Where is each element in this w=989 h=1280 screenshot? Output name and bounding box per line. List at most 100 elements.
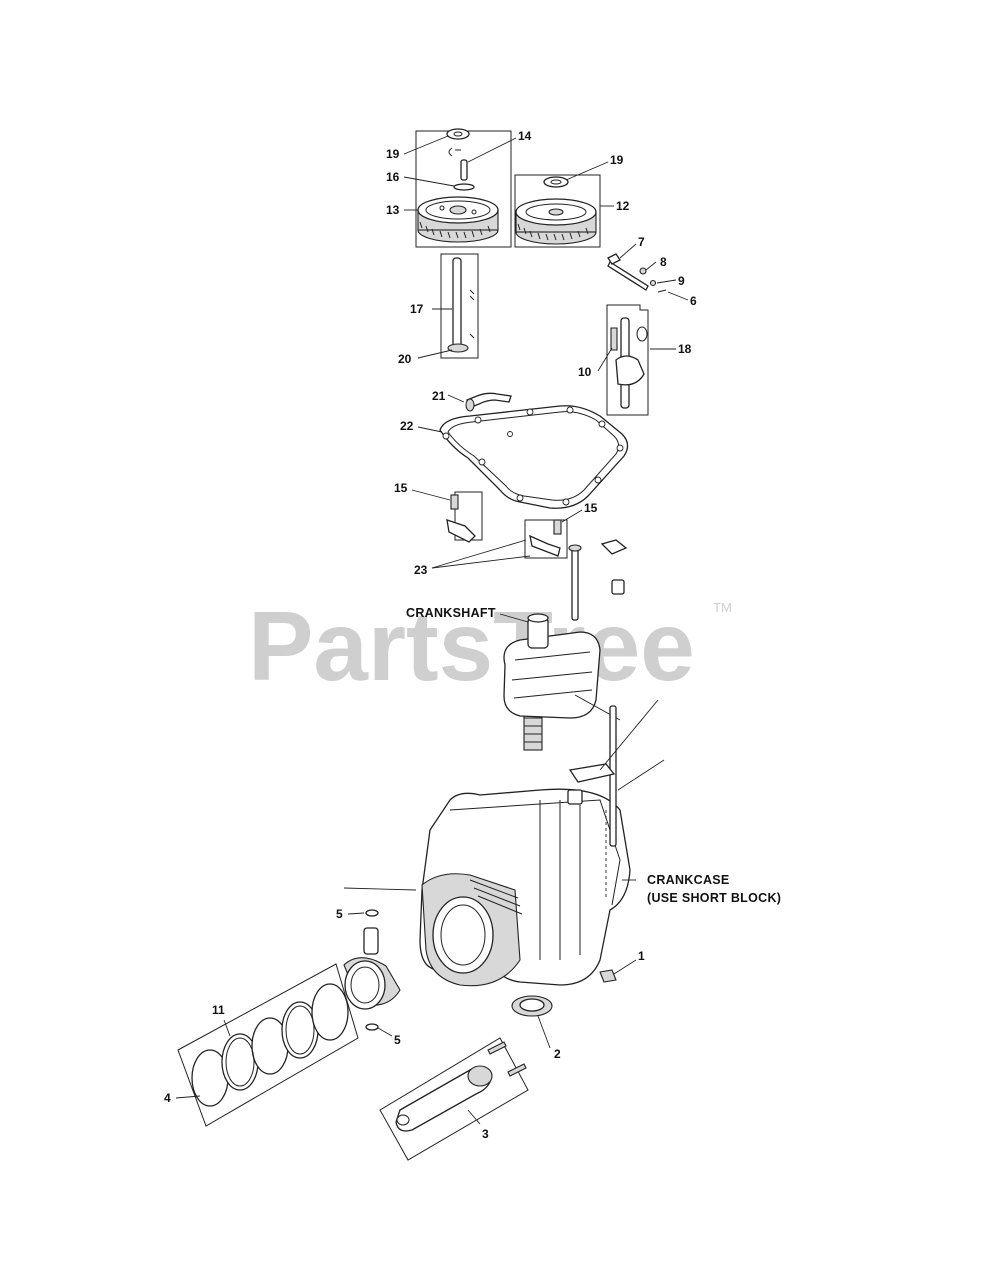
lever-7-end <box>607 253 621 265</box>
oil-seal-2 <box>511 995 553 1017</box>
governor-assembly-18 <box>606 304 649 416</box>
label-3: 3 <box>482 1127 489 1141</box>
bracket-23-left <box>446 519 476 543</box>
label-21: 21 <box>432 389 446 403</box>
crankcase <box>343 699 665 987</box>
label-crankcase: CRANKCASE <box>647 873 730 887</box>
bolt-10 <box>610 327 618 351</box>
gear-12 <box>515 198 597 245</box>
crankshaft <box>503 613 621 751</box>
crankcase-leader-b <box>617 759 665 791</box>
gear-box-right <box>514 174 601 248</box>
pin-14 <box>460 159 468 181</box>
gasket-22 <box>439 405 629 509</box>
label-16: 16 <box>386 170 400 184</box>
washer-hole <box>453 131 463 137</box>
shaft-pins <box>469 289 475 339</box>
crankcase-dowel <box>567 789 583 805</box>
breather-tube-21 <box>465 392 512 412</box>
piston-pin <box>363 927 379 955</box>
label-2: 2 <box>554 1047 561 1061</box>
label-1: 1 <box>638 949 645 963</box>
shaft-box <box>440 253 479 359</box>
washer-hole-right <box>550 179 562 185</box>
crankcase-leader-a <box>599 699 659 771</box>
leader-lines <box>175 135 689 1125</box>
crankshaft-top <box>527 613 549 623</box>
clip <box>448 147 461 157</box>
clip-5-bottom <box>365 1023 379 1031</box>
crankcase-rod <box>609 705 617 847</box>
label-17: 17 <box>410 302 424 316</box>
crankshaft-detail <box>511 651 593 699</box>
washer-8 <box>639 267 647 275</box>
governor-shaft-group <box>440 253 479 359</box>
label-11: 11 <box>212 1003 225 1017</box>
label-23: 23 <box>414 563 428 577</box>
cylinder-bore <box>432 896 494 974</box>
drain-plug-1 <box>599 969 617 983</box>
bracket-group-23 <box>446 491 628 621</box>
washer-20 <box>447 343 469 353</box>
label-crankcase-note: (USE SHORT BLOCK) <box>647 891 781 905</box>
governor-lever-parts <box>607 253 667 293</box>
ring-2-inner <box>225 1037 255 1087</box>
label-crankshaft: CRANKSHAFT <box>406 606 496 620</box>
label-20: 20 <box>398 352 412 366</box>
gear-13 <box>417 196 499 243</box>
watermark: PartsTree TM <box>248 591 732 701</box>
camshaft-gear-group <box>415 128 601 248</box>
crankshaft-counterweight <box>503 631 601 719</box>
cylinder-fins <box>469 879 523 915</box>
governor-flyweight <box>615 355 645 386</box>
label-13: 13 <box>386 203 400 217</box>
ring-4-inner <box>285 1005 315 1055</box>
ring-5 <box>311 983 349 1041</box>
label-14: 14 <box>518 129 532 143</box>
connecting-rod-3 <box>379 1037 529 1161</box>
label-19-right: 19 <box>610 153 624 167</box>
bracket-box-right <box>524 519 568 559</box>
label-18: 18 <box>678 342 692 356</box>
label-15-right: 15 <box>584 501 598 515</box>
bolt-15-right <box>553 519 562 535</box>
spacer-16 <box>453 183 475 191</box>
label-9: 9 <box>678 274 685 288</box>
label-8: 8 <box>660 255 667 269</box>
label-7: 7 <box>638 235 645 249</box>
long-bolt <box>571 547 579 621</box>
label-19-left: 19 <box>386 147 400 161</box>
watermark-text: PartsTree <box>248 591 695 701</box>
label-22: 22 <box>400 419 414 433</box>
shaft-17 <box>452 257 462 349</box>
bolt-15-left <box>450 494 459 510</box>
label-5-bottom: 5 <box>394 1033 401 1047</box>
small-sleeve <box>611 579 625 595</box>
label-4: 4 <box>164 1091 171 1105</box>
label-5-top: 5 <box>336 907 343 921</box>
cylinder-bore-inner <box>440 904 486 966</box>
piston-group <box>343 909 401 1031</box>
clip-5-top <box>365 909 379 917</box>
rings-box <box>177 963 359 1127</box>
washer-19-right <box>543 176 569 188</box>
label-6: 6 <box>690 294 697 308</box>
clip-9 <box>649 279 657 287</box>
crankcase-spacer <box>568 763 616 783</box>
piston-rings-11 <box>177 963 359 1127</box>
governor-box <box>606 304 649 416</box>
long-bolt-head <box>568 544 582 552</box>
crankcase-left-line <box>343 887 417 891</box>
governor-washer <box>636 326 648 342</box>
label-12: 12 <box>616 199 630 213</box>
part-labels: 19 14 16 13 19 12 7 8 9 6 17 20 18 10 21… <box>164 129 781 1141</box>
label-15-left: 15 <box>394 481 408 495</box>
small-block <box>600 539 628 555</box>
pin-6 <box>657 289 667 293</box>
bracket-23-right <box>529 534 561 557</box>
washer-19 <box>446 128 470 140</box>
label-10: 10 <box>578 365 592 379</box>
lever-7 <box>607 261 649 291</box>
watermark-trademark: TM <box>713 600 732 615</box>
